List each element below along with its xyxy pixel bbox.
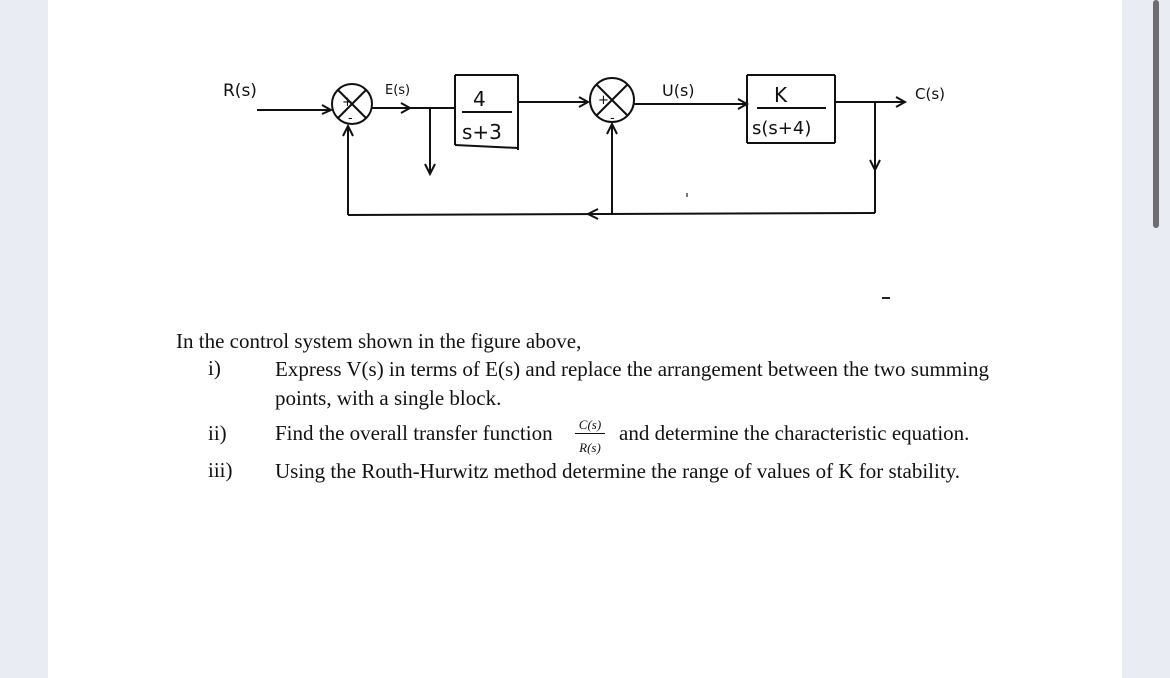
item-1-line1: Express V(s) in terms of E(s) and replac…: [275, 357, 989, 381]
item-number-3: iii): [208, 458, 233, 482]
label-u: U(s): [662, 81, 695, 100]
label-c: C(s): [915, 85, 945, 103]
label-r: R(s): [223, 81, 257, 101]
fraction-bar: [575, 433, 605, 434]
fraction-numerator: C(s): [578, 417, 602, 432]
junction1-minus: -: [348, 111, 353, 126]
junction2-minus: -: [610, 111, 615, 126]
item-number-2: ii): [208, 421, 227, 445]
item-2-text-after: and determine the characteristic equatio…: [619, 421, 970, 445]
item-1-line2: points, with a single block.: [275, 386, 502, 410]
label-e: E(s): [385, 83, 410, 98]
input-arrow: [321, 104, 334, 115]
fraction-denominator: R(s): [579, 440, 601, 455]
document-page: [48, 0, 1122, 678]
item-number-1: i): [208, 356, 221, 380]
block2-denominator: s(s+4): [752, 118, 811, 139]
block-diagram: R(s) E(s) U(s) C(s) 4 s+3 K s(s+4) + - +…: [223, 74, 945, 299]
summing-junction-1: [331, 83, 373, 125]
item-3-line1: Using the Routh-Hurwitz method determine…: [275, 459, 961, 483]
vertical-scrollbar[interactable]: [1153, 0, 1159, 228]
junction1-plus: +: [342, 95, 353, 110]
question-intro: In the control system shown in the figur…: [176, 329, 582, 353]
block1-denominator: s+3: [462, 120, 502, 144]
junction2-plus: +: [598, 93, 609, 108]
item-2-text-before: Find the overall transfer function: [275, 421, 553, 445]
block1-numerator: 4: [473, 87, 486, 111]
block2-numerator: K: [774, 83, 788, 107]
